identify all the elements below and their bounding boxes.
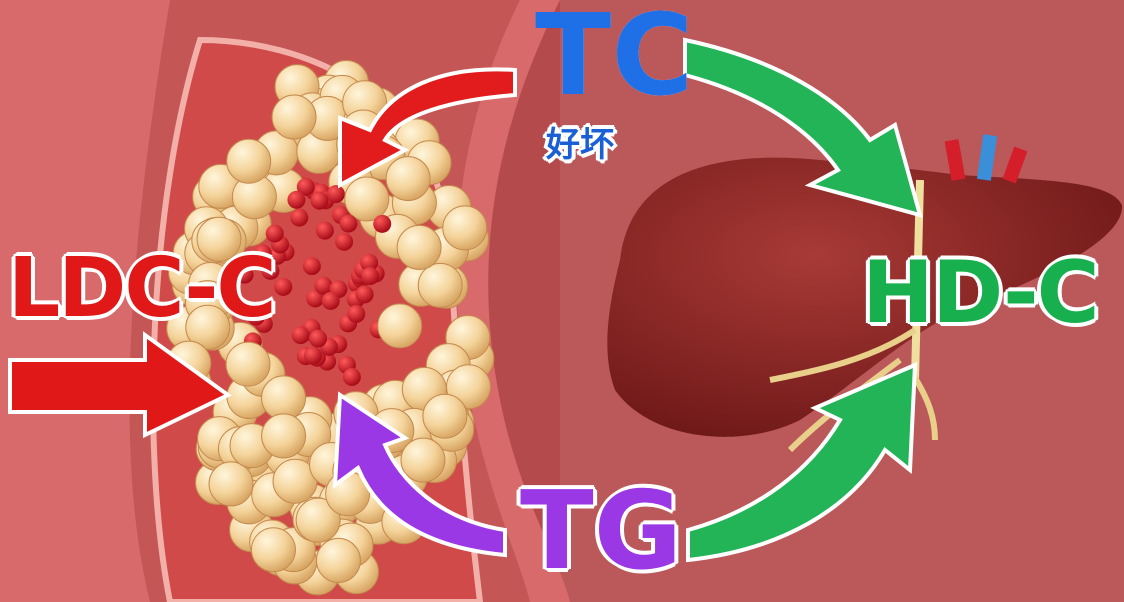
red-blood-cell bbox=[306, 289, 325, 308]
red-blood-cell bbox=[302, 257, 321, 276]
red-blood-cell bbox=[360, 253, 379, 272]
fat-globule bbox=[417, 262, 463, 308]
fat-globule bbox=[422, 393, 468, 439]
red-blood-cell bbox=[253, 244, 272, 263]
fat-globule bbox=[315, 537, 361, 583]
fat-globule bbox=[377, 303, 423, 349]
fat-globule bbox=[385, 156, 431, 202]
red-blood-cell bbox=[287, 190, 306, 209]
red-blood-cell bbox=[315, 221, 334, 240]
fat-globule bbox=[396, 224, 442, 270]
fat-globule bbox=[250, 527, 296, 573]
ldc-label: LDC-C bbox=[8, 241, 277, 336]
hdc-text: HD-C bbox=[862, 243, 1100, 343]
tc-label: TC bbox=[535, 0, 694, 112]
red-blood-cell bbox=[321, 291, 340, 310]
fat-globule bbox=[196, 216, 242, 262]
red-blood-cell bbox=[347, 304, 366, 323]
red-straight-arrow bbox=[8, 331, 232, 439]
fat-globule bbox=[400, 437, 446, 483]
red-blood-cell bbox=[309, 329, 328, 348]
red-blood-cell bbox=[265, 224, 284, 243]
red-blood-cell bbox=[373, 214, 392, 233]
fat-globule bbox=[261, 375, 307, 421]
red-blood-cell bbox=[296, 177, 315, 196]
red-blood-cell bbox=[235, 265, 254, 284]
purple-arrow bbox=[332, 391, 507, 558]
tc-sub-text: 好坏 bbox=[546, 125, 614, 165]
red-blood-cell bbox=[303, 346, 322, 365]
red-blood-cell bbox=[355, 285, 374, 304]
green-arrow-bottom bbox=[686, 361, 918, 563]
tg-text: TG bbox=[520, 469, 683, 594]
red-blood-cell bbox=[310, 191, 329, 210]
red-blood-cell bbox=[335, 232, 354, 251]
red-blood-cell bbox=[291, 326, 310, 345]
tg-label: TG bbox=[520, 478, 682, 586]
fat-plaque bbox=[166, 60, 495, 596]
tc-sub-label: 好坏 bbox=[546, 128, 614, 162]
hdc-label: HD-C bbox=[862, 243, 1100, 343]
red-blood-cell bbox=[290, 208, 309, 227]
fat-globule bbox=[271, 94, 317, 140]
ldc-text: LDC-C bbox=[8, 241, 277, 336]
fat-globule bbox=[344, 176, 390, 222]
fat-globule bbox=[261, 413, 307, 459]
fat-globule bbox=[442, 205, 488, 251]
tc-text: TC bbox=[535, 0, 694, 121]
red-blood-cell bbox=[339, 214, 358, 233]
fat-globule bbox=[185, 304, 231, 350]
red-blood-cell bbox=[361, 267, 380, 286]
red-blood-cell bbox=[274, 277, 293, 296]
fat-globule bbox=[208, 461, 254, 507]
red-blood-cell bbox=[342, 367, 361, 386]
red-blood-cell bbox=[326, 185, 345, 204]
red-blood-cell bbox=[314, 276, 333, 295]
fat-globule bbox=[226, 138, 272, 184]
red-curved-arrow bbox=[338, 67, 517, 189]
green-arrow-top bbox=[683, 37, 923, 218]
red-blood-cell bbox=[261, 261, 280, 280]
red-blood-cell bbox=[247, 307, 266, 326]
fat-globule bbox=[295, 497, 341, 543]
fat-globule bbox=[225, 341, 271, 387]
